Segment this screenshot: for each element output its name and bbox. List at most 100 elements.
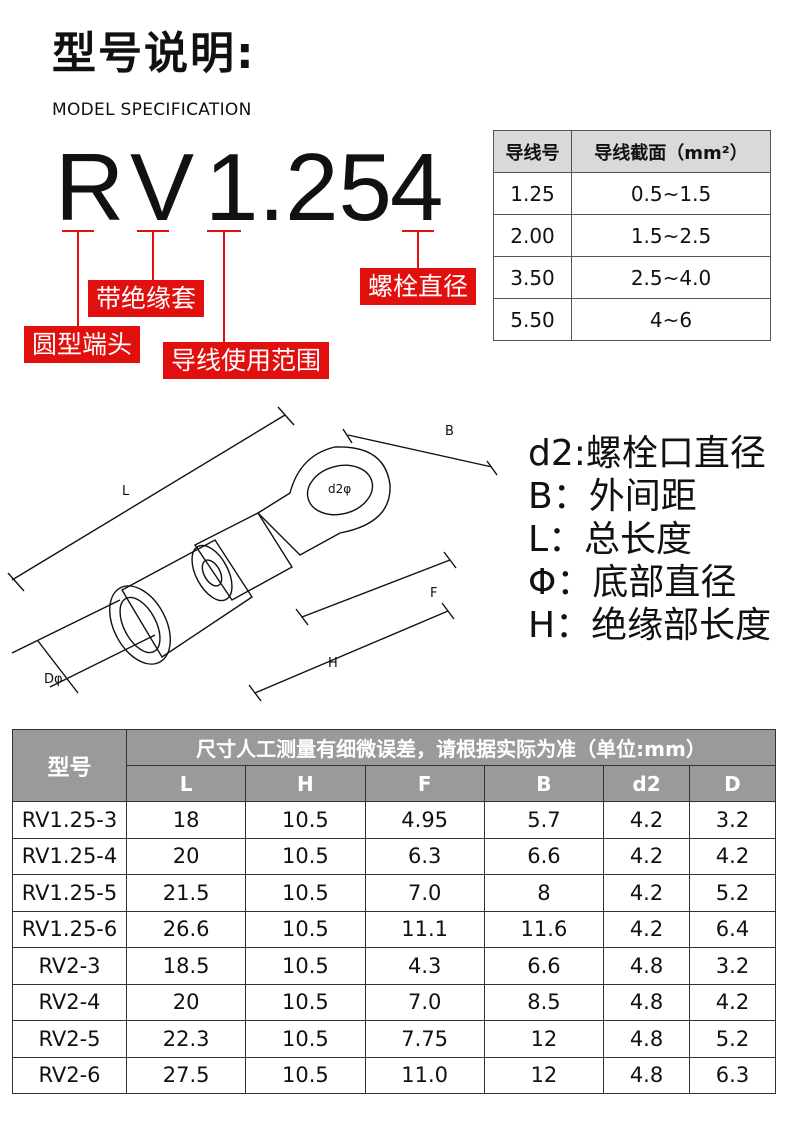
table-header-row: 导线号 导线截面（mm²） <box>493 130 771 173</box>
spec-value-cell: 10.5 <box>245 837 366 875</box>
legend-item: d2:螺栓口直径 <box>528 433 766 474</box>
spec-value-cell: 10.5 <box>245 1056 366 1094</box>
spec-model-cell: RV1.25-3 <box>12 801 127 839</box>
spec-value-cell: 26.6 <box>125 910 247 948</box>
spec-model-cell: RV2-3 <box>12 947 127 985</box>
extension-line <box>486 460 498 476</box>
table-row: 1.25 0.5~1.5 <box>493 172 771 215</box>
spec-value-cell: 11.1 <box>364 910 485 948</box>
extension-line <box>441 602 455 620</box>
spec-value-cell: 8.5 <box>483 983 605 1021</box>
spec-value-cell: 4.8 <box>603 947 690 985</box>
ring-tongue <box>256 446 391 556</box>
spec-value-cell: 6.4 <box>688 910 777 948</box>
wire-section-cell: 1.5~2.5 <box>571 214 771 257</box>
wire-section-cell: 0.5~1.5 <box>571 172 771 215</box>
tag-insulated-sleeve: 带绝缘套 <box>88 280 205 317</box>
dimension-line-l <box>11 414 286 581</box>
spec-header-model: 型号 <box>12 729 127 802</box>
spec-value-cell: 7.75 <box>364 1020 485 1058</box>
spec-value-cell: 12 <box>483 1020 605 1058</box>
spec-value-cell: 20 <box>125 983 247 1021</box>
spec-value-cell: 6.3 <box>364 837 485 875</box>
wire-gauge-cell: 3.50 <box>493 256 572 299</box>
spec-value-cell: 11.6 <box>483 910 605 948</box>
legend-item: H：绝缘部长度 <box>528 605 772 646</box>
wire-header-section: 导线截面（mm²） <box>571 130 771 173</box>
wire-section-cell: 4~6 <box>571 298 771 341</box>
label-l: L <box>122 484 130 499</box>
spec-value-cell: 11.0 <box>364 1056 485 1094</box>
spec-value-cell: 12 <box>483 1056 605 1094</box>
table-header-row: L H F B d2 D <box>13 765 777 802</box>
tag-bolt-diameter: 螺栓直径 <box>360 268 477 305</box>
spec-value-cell: 4.2 <box>603 837 690 875</box>
legend-item: Φ：底部直径 <box>528 562 737 603</box>
spec-model-cell: RV2-6 <box>12 1056 127 1094</box>
spec-value-cell: 10.5 <box>245 947 366 985</box>
wire-gauge-table: 导线号 导线截面（mm²） 1.25 0.5~1.5 2.00 1.5~2.5 … <box>493 130 771 341</box>
spec-model-cell: RV1.25-6 <box>12 910 127 948</box>
spec-col-header: d2 <box>603 765 690 802</box>
page-title: 型号说明: <box>52 28 256 79</box>
spec-value-cell: 10.5 <box>245 1020 366 1058</box>
spec-value-cell: 4.2 <box>603 801 690 839</box>
spec-value-cell: 10.5 <box>245 874 366 912</box>
spec-value-cell: 21.5 <box>125 874 247 912</box>
spec-value-cell: 4.3 <box>364 947 485 985</box>
extension-line <box>37 640 79 694</box>
legend-item: B：外间距 <box>528 476 697 517</box>
spec-header-note: 尺寸人工测量有细微误差，请根据实际为准（单位:mm） <box>126 729 776 766</box>
sleeve-hole <box>201 559 223 587</box>
tag-round-terminal: 圆型端头 <box>24 326 141 363</box>
spec-value-cell: 4.2 <box>688 837 777 875</box>
wire-gauge-cell: 5.50 <box>493 298 572 341</box>
extension-line <box>248 684 262 702</box>
spec-col-header: B <box>483 765 605 802</box>
connector-bolt-v <box>417 230 419 268</box>
table-row: 2.00 1.5~2.5 <box>493 214 771 257</box>
tag-wire-range: 导线使用范围 <box>163 342 330 379</box>
terminal-diagram: B L F H d2φ Dφ <box>7 406 498 702</box>
extension-line <box>342 428 353 444</box>
spec-model-cell: RV2-5 <box>12 1020 127 1058</box>
spec-table: 型号 尺寸人工测量有细微误差，请根据实际为准（单位:mm） L H F B d2… <box>12 729 777 1094</box>
wire-header-gauge: 导线号 <box>493 130 572 173</box>
extension-line <box>7 572 25 592</box>
code-size: 1.25 <box>205 134 392 241</box>
code-letter-v: V <box>130 134 195 241</box>
spec-value-cell: 6.6 <box>483 947 605 985</box>
spec-value-cell: 10.5 <box>245 983 366 1021</box>
spec-col-header: F <box>364 765 485 802</box>
spec-value-cell: 4.8 <box>603 1056 690 1094</box>
dimension-legend: d2:螺栓口直径 B：外间距 L：总长度 Φ：底部直径 H：绝缘部长度 <box>528 432 771 647</box>
label-h: H <box>328 656 338 671</box>
table-row: 3.50 2.5~4.0 <box>493 256 771 299</box>
spec-value-cell: 18.5 <box>125 947 247 985</box>
spec-col-header: H <box>245 765 366 802</box>
spec-model-cell: RV1.25-5 <box>12 874 127 912</box>
spec-value-cell: 27.5 <box>125 1056 247 1094</box>
wire-gauge-cell: 1.25 <box>493 172 572 215</box>
spec-value-cell: 8 <box>483 874 605 912</box>
spec-value-cell: 18 <box>125 801 247 839</box>
extension-line <box>295 608 309 626</box>
spec-value-cell: 22.3 <box>125 1020 247 1058</box>
connector-v-v <box>152 230 154 280</box>
spec-value-cell: 5.7 <box>483 801 605 839</box>
code-bolt: 4 <box>390 134 444 241</box>
spec-model-cell: RV2-4 <box>12 983 127 1021</box>
barrel-opening <box>109 585 171 665</box>
label-d2: d2φ <box>328 482 351 496</box>
spec-value-cell: 7.0 <box>364 874 485 912</box>
spec-value-cell: 6.3 <box>688 1056 777 1094</box>
